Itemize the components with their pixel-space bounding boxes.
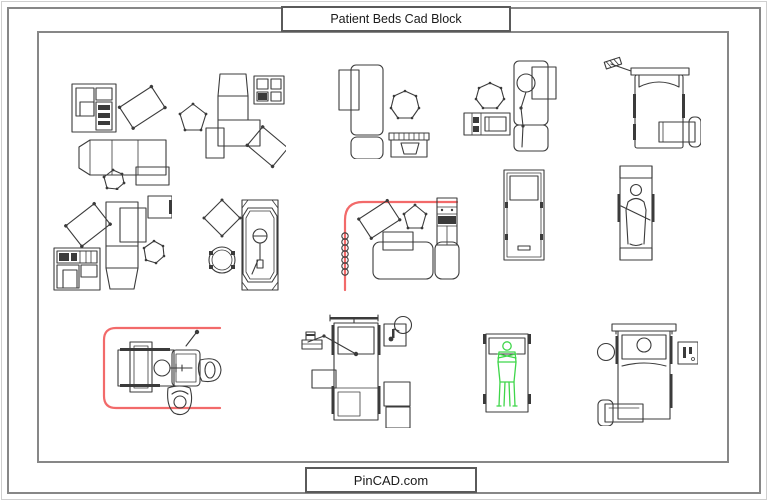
page-title: Patient Beds Cad Block <box>330 12 462 26</box>
footer-box: PinCAD.com <box>305 467 477 493</box>
title-box: Patient Beds Cad Block <box>281 6 511 32</box>
bed-instrument-table-drawing <box>338 64 430 159</box>
bed-overbed-table-drawing <box>603 56 701 149</box>
cad-block-bed-curtain-track <box>333 190 461 292</box>
bed-sectioned-drawing <box>53 195 172 291</box>
icu-bed-arm-drawing <box>301 314 412 428</box>
cad-block-bed-curtain-staff <box>96 322 224 416</box>
bed-console-drawing <box>463 60 557 152</box>
bed-patient-figure-drawing <box>617 165 655 261</box>
exam-table-drawing <box>202 198 279 291</box>
cad-block-bed-table-stool <box>596 316 698 426</box>
bed-table-stool-drawing <box>596 323 698 426</box>
bed-curtain-track-drawing <box>341 197 460 292</box>
cad-block-bed-simple <box>496 166 552 264</box>
cad-block-bed-sectioned <box>50 190 172 292</box>
cad-block-bed-console <box>460 56 568 156</box>
cad-block-bed-cabinet-stool <box>178 70 286 170</box>
footer-site-name: PinCAD.com <box>353 472 429 488</box>
cad-block-bed-patient-figure <box>610 160 662 268</box>
bed-simple-drawing <box>503 169 545 261</box>
cad-block-exam-table <box>200 196 298 294</box>
bed-cabinet-stool-drawing <box>178 73 286 169</box>
bed-monitor-cart-drawing <box>71 83 170 190</box>
bed-curtain-staff-drawing <box>102 326 222 416</box>
cad-block-icu-bed-arm <box>300 310 412 428</box>
bed-green-figure-drawing <box>483 333 531 413</box>
cad-block-bed-instrument-table <box>323 57 431 159</box>
cad-block-bed-overbed-table <box>603 56 701 154</box>
cad-block-bed-green-figure <box>476 326 538 420</box>
cad-block-bed-monitor-cart <box>50 78 170 190</box>
